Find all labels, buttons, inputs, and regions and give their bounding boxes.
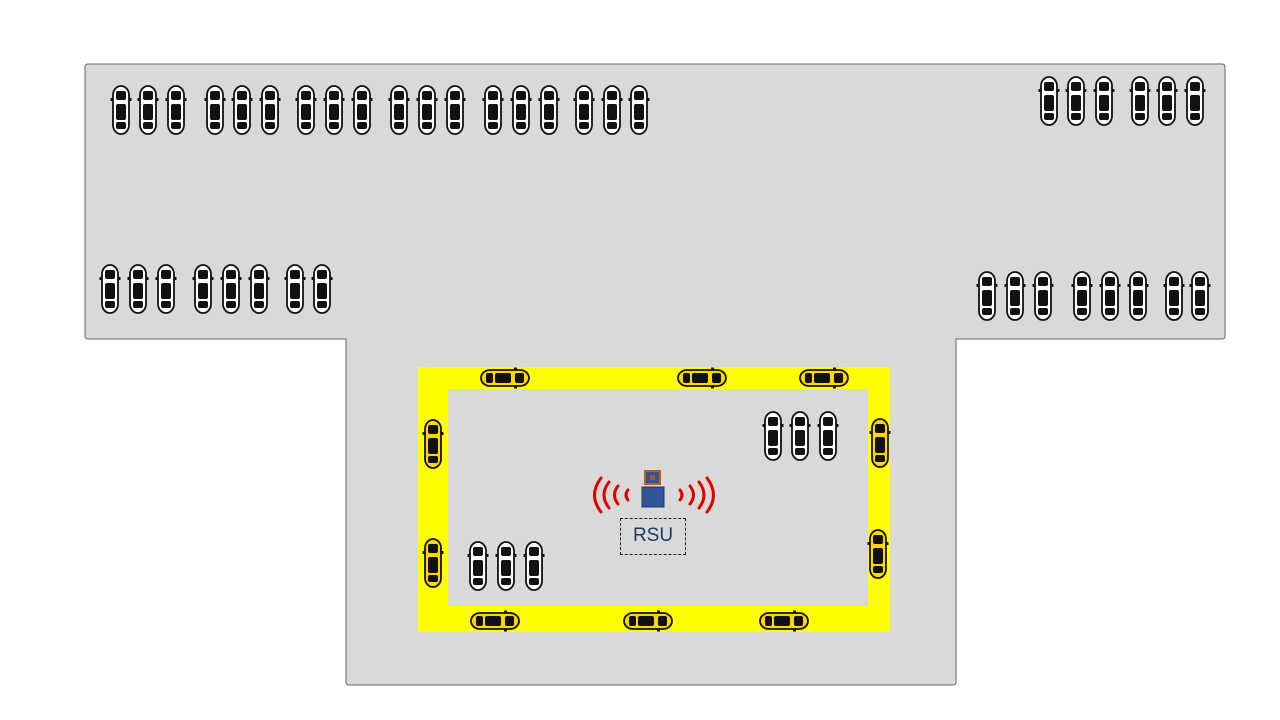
moving-car [470, 609, 520, 633]
parked-car [537, 85, 561, 135]
moving-car [480, 366, 530, 390]
parked-car [494, 541, 518, 591]
parked-car [415, 85, 439, 135]
parked-car [600, 85, 624, 135]
parked-car [761, 411, 785, 461]
parked-car [788, 411, 812, 461]
parked-car [126, 264, 150, 314]
parked-car [1037, 76, 1061, 126]
roadside-unit-antenna-icon [641, 470, 665, 508]
parked-car [283, 264, 307, 314]
parked-car [258, 85, 282, 135]
parked-car [310, 264, 334, 314]
parked-car [230, 85, 254, 135]
parked-car [1188, 271, 1212, 321]
parked-car [322, 85, 346, 135]
parked-car [1155, 76, 1179, 126]
moving-car [759, 609, 809, 633]
parked-car [203, 85, 227, 135]
parked-car [466, 541, 490, 591]
parked-car [509, 85, 533, 135]
parked-car [572, 85, 596, 135]
parked-car [387, 85, 411, 135]
moving-car [421, 419, 445, 469]
parked-car [247, 264, 271, 314]
parked-car [481, 85, 505, 135]
parked-car [136, 85, 160, 135]
parked-car [191, 264, 215, 314]
parked-car [350, 85, 374, 135]
parked-car [627, 85, 651, 135]
parked-car [1098, 271, 1122, 321]
parked-car [154, 264, 178, 314]
parked-car [1092, 76, 1116, 126]
parked-car [816, 411, 840, 461]
parked-car [98, 264, 122, 314]
moving-car [623, 609, 673, 633]
parked-car [1162, 271, 1186, 321]
parked-car [522, 541, 546, 591]
parked-car [294, 85, 318, 135]
parked-car [1128, 76, 1152, 126]
parked-car [164, 85, 188, 135]
parked-car [1003, 271, 1027, 321]
parked-car [1064, 76, 1088, 126]
moving-car [799, 366, 849, 390]
signal-waves-left-icon [593, 476, 630, 514]
parked-car [1183, 76, 1207, 126]
parked-car [1070, 271, 1094, 321]
parked-car [1126, 271, 1150, 321]
parked-car [219, 264, 243, 314]
rsu-label: RSU [620, 518, 686, 555]
parked-car [1031, 271, 1055, 321]
moving-car [866, 529, 890, 579]
moving-car [421, 538, 445, 588]
parked-car [443, 85, 467, 135]
signal-waves-right-icon [678, 476, 715, 514]
parked-car [975, 271, 999, 321]
parked-car [109, 85, 133, 135]
moving-car [677, 366, 727, 390]
moving-car [868, 418, 892, 468]
